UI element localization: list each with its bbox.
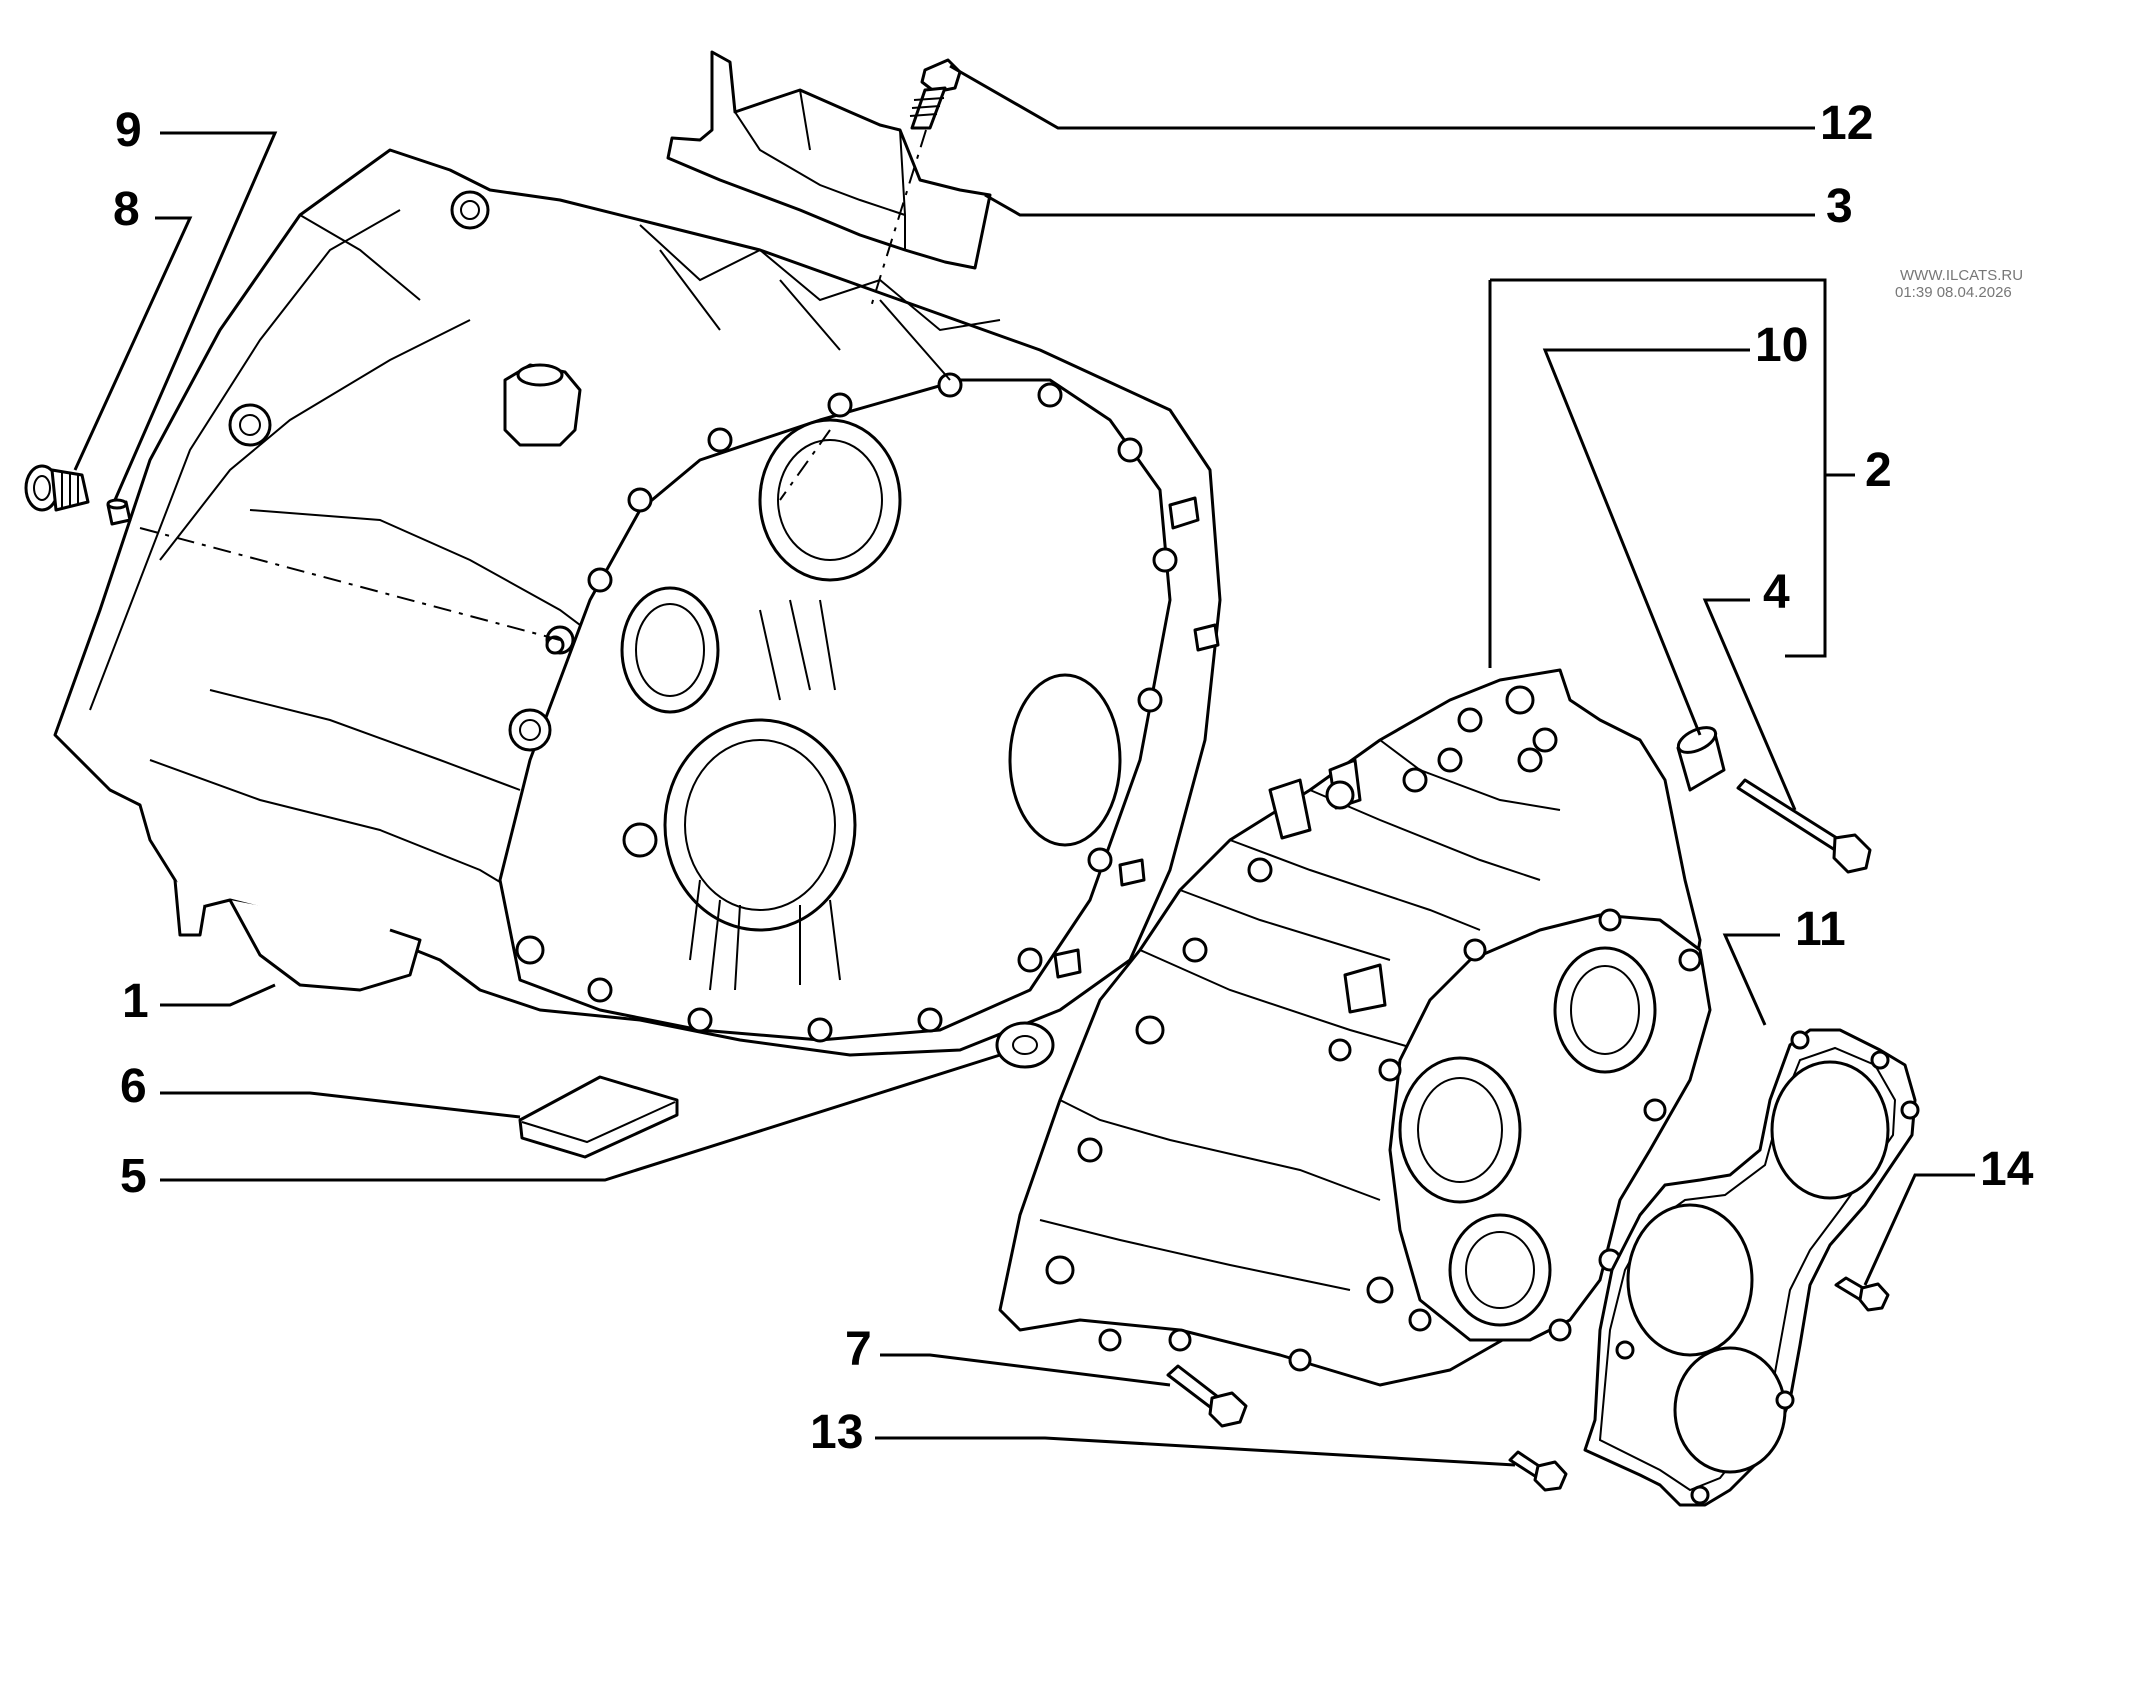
callout-labels: 9 8 12 3 10 2 4 11 14 1 6 5 7 13 <box>113 97 2034 1459</box>
watermark-timestamp: 01:39 08.04.2026 <box>1895 284 2012 301</box>
callout-9: 9 <box>115 104 142 157</box>
callout-1: 1 <box>122 975 149 1028</box>
watermark: WWW.ILCATS.RU 01:39 08.04.2026 <box>1895 267 2023 301</box>
bore-side <box>1008 673 1122 847</box>
dowel-pin-9 <box>106 498 132 526</box>
bushing-10 <box>1676 726 1726 792</box>
bolt-7 <box>1166 1364 1248 1428</box>
callout-10: 10 <box>1755 319 1808 372</box>
leader-7 <box>880 1353 1171 1387</box>
leader-8 <box>73 216 193 471</box>
leader-10 <box>1542 348 1750 736</box>
leader-3 <box>984 193 1815 217</box>
pad-6 <box>518 1075 679 1159</box>
callout-12: 12 <box>1820 97 1873 150</box>
callout-7: 7 <box>845 1323 872 1376</box>
callout-14: 14 <box>1980 1143 2034 1196</box>
cover-plate <box>666 50 992 270</box>
rear-cover-bolt-holes <box>1045 685 1702 1372</box>
callout-13: 13 <box>810 1406 863 1459</box>
drain-plug-8 <box>24 464 90 512</box>
washer-5 <box>995 1021 1055 1069</box>
gasket-bore-upper <box>1770 1060 1890 1200</box>
bolt-12 <box>909 58 962 130</box>
gasket-bore-lower <box>1673 1346 1787 1474</box>
leader-2-bracket <box>1490 278 1827 658</box>
leader-13 <box>875 1436 1516 1467</box>
leader-12 <box>949 64 1815 130</box>
rear-bore-lower <box>1448 1213 1552 1327</box>
bore-upper <box>758 418 902 582</box>
gasket-bore-middle <box>1626 1203 1754 1357</box>
watermark-site: WWW.ILCATS.RU <box>1900 267 2023 284</box>
axis-lines <box>139 129 927 641</box>
bore-lower <box>663 718 857 932</box>
leader-4 <box>1702 598 1797 811</box>
bolt-13 <box>1508 1450 1568 1492</box>
leader-lines <box>73 64 1975 1467</box>
callout-5: 5 <box>120 1150 147 1203</box>
leader-5 <box>160 1053 1001 1182</box>
callout-6: 6 <box>120 1060 147 1113</box>
long-bolt-4 <box>1736 778 1872 874</box>
bolt-14 <box>1834 1276 1890 1312</box>
leader-11 <box>1722 933 1780 1026</box>
leader-14 <box>1863 1173 1975 1286</box>
callout-2: 2 <box>1865 444 1892 497</box>
gasket-11 <box>1583 1028 1920 1507</box>
callout-4: 4 <box>1763 566 1790 619</box>
leader-1 <box>160 983 276 1007</box>
rear-cover <box>998 668 1712 1387</box>
callout-8: 8 <box>113 183 140 236</box>
leader-6 <box>160 1091 521 1119</box>
callout-11: 11 <box>1795 903 1846 956</box>
callout-3: 3 <box>1826 180 1853 233</box>
gearbox-housing <box>53 148 1222 1057</box>
leader-9 <box>113 131 278 501</box>
